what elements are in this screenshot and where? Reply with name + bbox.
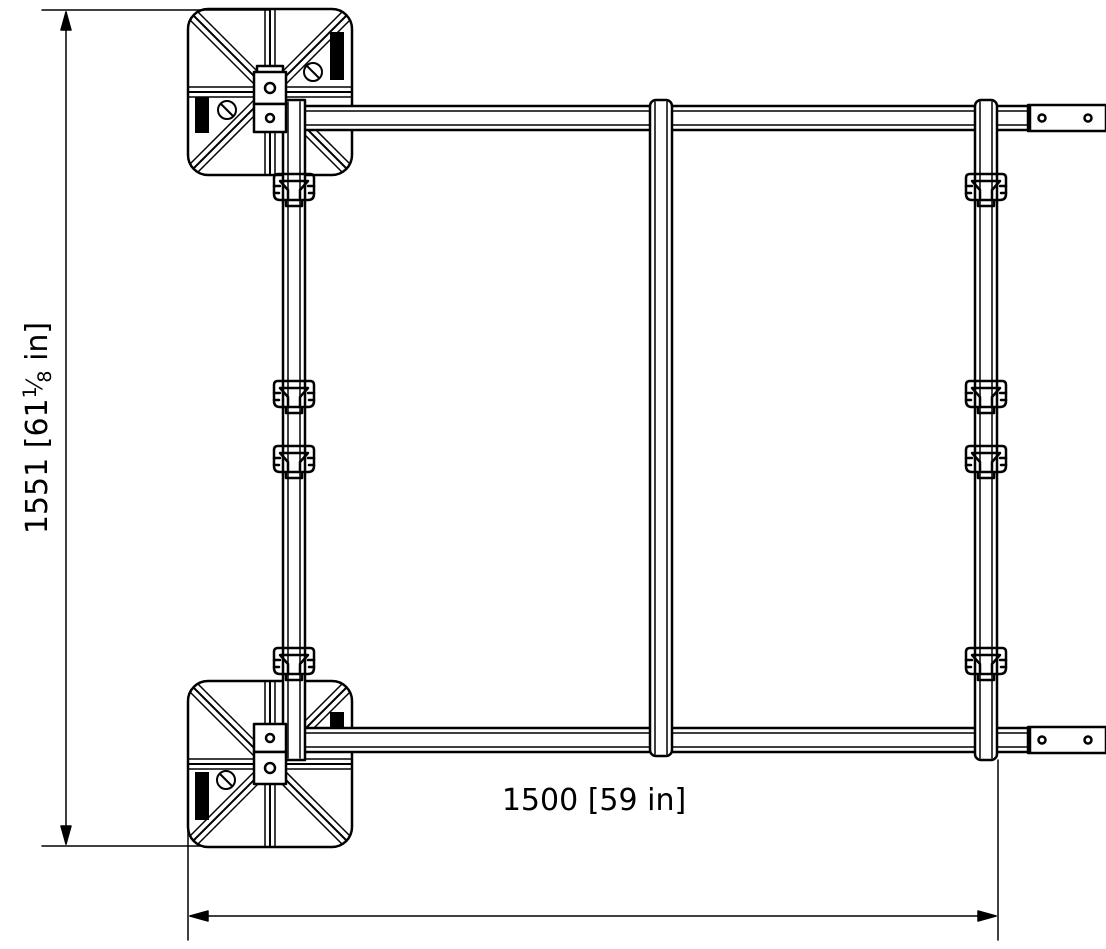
height-dimension — [41, 9, 271, 847]
right-post — [973, 98, 999, 762]
mounting-bracket-bottom — [1026, 725, 1106, 755]
height-dimension-label: 1551 [611⁄8 in] — [19, 322, 56, 534]
corner-block-top — [252, 70, 288, 134]
corner-block-bottom — [252, 722, 288, 786]
center-crossbar — [648, 98, 674, 758]
weighted-base-top — [186, 7, 354, 177]
width-dimension — [187, 759, 999, 941]
mounting-bracket-top — [1026, 103, 1106, 133]
width-dimension-label: 1500 [59 in] — [502, 783, 686, 818]
